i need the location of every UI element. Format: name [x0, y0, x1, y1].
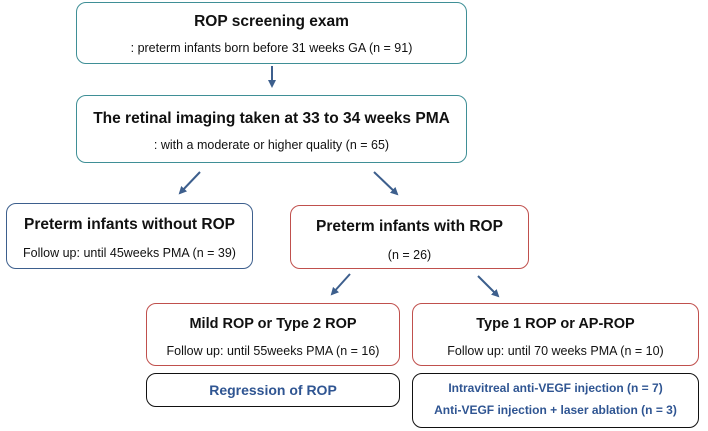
arrow-with-to-type1: [477, 275, 500, 298]
mild-rop-box: Mild ROP or Type 2 ROP Follow up: until …: [146, 303, 400, 366]
arrow-imaging-to-without: [178, 171, 201, 195]
regression-label: Regression of ROP: [209, 382, 337, 398]
screening-subtitle: : preterm infants born before 31 weeks G…: [130, 41, 413, 55]
mild-rop-followup: Follow up: until 55weeks PMA (n = 16): [166, 344, 380, 358]
regression-box: Regression of ROP: [146, 373, 400, 407]
treatment-box: Intravitreal anti-VEGF injection (n = 7)…: [412, 373, 699, 428]
screening-title: ROP screening exam: [194, 13, 349, 30]
with-rop-count: (n = 26): [387, 248, 432, 262]
without-rop-followup: Follow up: until 45weeks PMA (n = 39): [23, 246, 236, 260]
type1-rop-title: Type 1 ROP or AP-ROP: [476, 316, 635, 332]
type1-rop-box: Type 1 ROP or AP-ROP Follow up: until 70…: [412, 303, 699, 366]
with-rop-box: Preterm infants with ROP (n = 26): [290, 205, 529, 269]
type1-rop-followup: Follow up: until 70 weeks PMA (n = 10): [447, 344, 664, 358]
treatment-line-1: Intravitreal anti-VEGF injection (n = 7): [448, 381, 663, 395]
without-rop-box: Preterm infants without ROP Follow up: u…: [6, 203, 253, 269]
without-rop-title: Preterm infants without ROP: [24, 216, 235, 233]
screening-box: ROP screening exam : preterm infants bor…: [76, 2, 467, 64]
with-rop-title: Preterm infants with ROP: [316, 218, 503, 235]
treatment-line-2: Anti-VEGF injection + laser ablation (n …: [434, 403, 677, 417]
imaging-subtitle: : with a moderate or higher quality (n =…: [153, 138, 390, 152]
arrow-imaging-to-with: [373, 171, 399, 196]
mild-rop-title: Mild ROP or Type 2 ROP: [189, 316, 357, 332]
arrow-with-to-mild: [330, 273, 351, 296]
imaging-title: The retinal imaging taken at 33 to 34 we…: [93, 110, 450, 127]
imaging-box: The retinal imaging taken at 33 to 34 we…: [76, 95, 467, 163]
